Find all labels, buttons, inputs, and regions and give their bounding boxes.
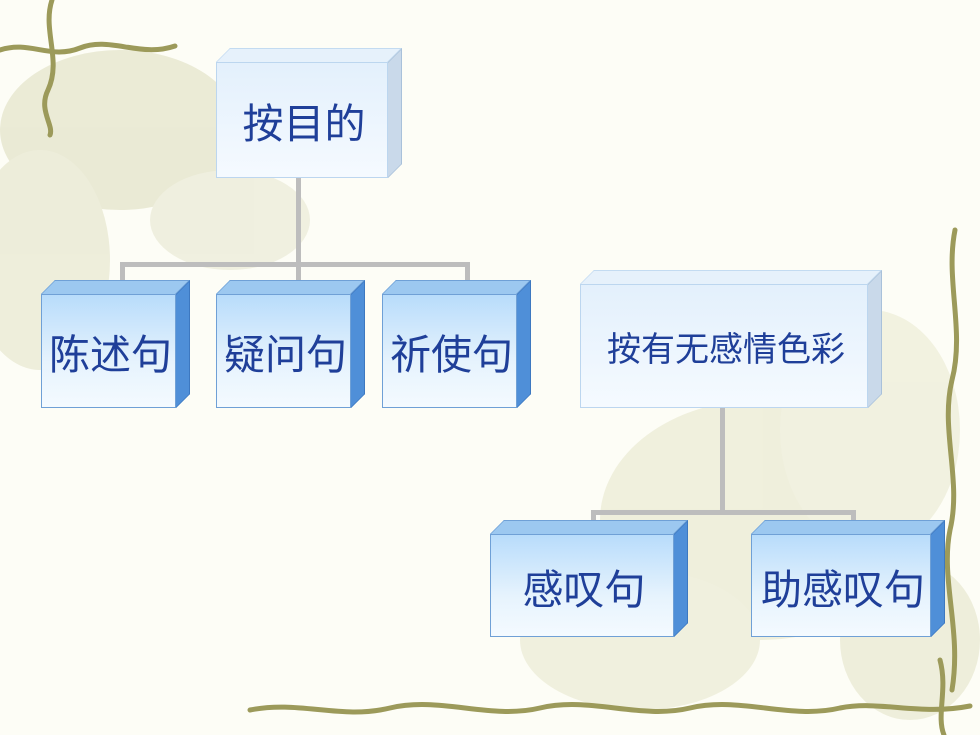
node-front-face [751, 534, 931, 637]
node-top-face [216, 48, 402, 62]
node-top-face [216, 280, 365, 294]
node-front-face [41, 294, 176, 408]
node-front-face [580, 284, 868, 408]
connector-line [120, 262, 125, 286]
node-interrogative-sentence: 疑问句 [216, 280, 365, 408]
node-top-face [41, 280, 190, 294]
node-front-face [216, 294, 351, 408]
node-front-face [490, 534, 674, 637]
node-front-face [216, 62, 388, 178]
node-label: 助感叹句 [761, 565, 925, 614]
node-label: 疑问句 [224, 331, 347, 379]
node-label: 按目的 [242, 100, 366, 148]
connector-line [120, 262, 470, 267]
node-top-face [382, 280, 531, 294]
node-exclamatory-sentence: 感叹句 [490, 520, 688, 637]
connector-line [591, 510, 856, 515]
node-top-face [751, 520, 945, 534]
node-imperative-sentence: 祈使句 [382, 280, 531, 408]
node-auxiliary-exclamatory-sentence: 助感叹句 [751, 520, 945, 637]
node-declarative-sentence: 陈述句 [41, 280, 190, 408]
root-node-by-purpose: 按目的 [216, 48, 402, 178]
connector-line [851, 510, 856, 524]
connector-line [591, 510, 596, 524]
connector-line [465, 262, 470, 286]
node-top-face [490, 520, 688, 534]
node-label: 祈使句 [390, 331, 513, 379]
connector-line [296, 262, 301, 286]
node-top-face [580, 270, 882, 284]
connector-line [296, 178, 301, 264]
node-label: 陈述句 [49, 331, 172, 379]
node-label: 感叹句 [522, 565, 646, 614]
node-label: 按有无感情色彩 [607, 329, 845, 370]
root-node-by-emotion: 按有无感情色彩 [580, 270, 882, 408]
node-front-face [382, 294, 517, 408]
connector-line [720, 408, 725, 512]
